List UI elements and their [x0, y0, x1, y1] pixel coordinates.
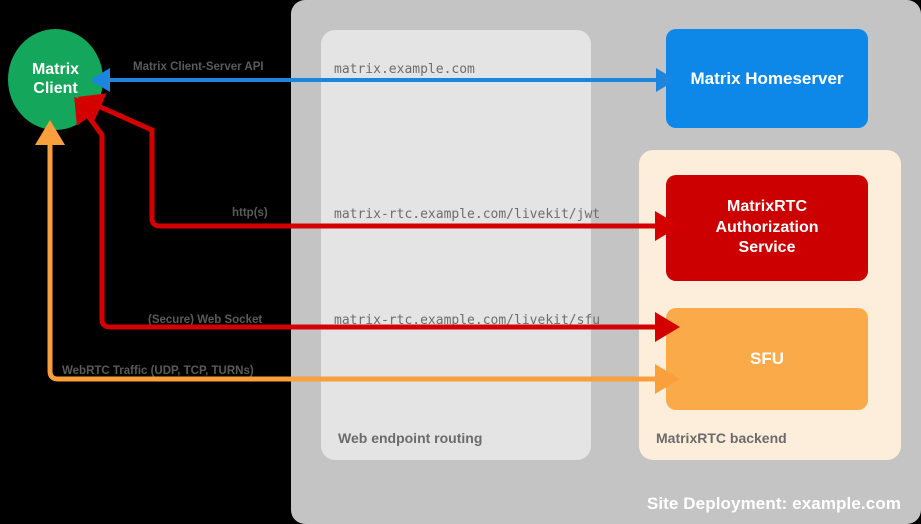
web-endpoint-routing-label: Web endpoint routing	[338, 430, 483, 446]
matrix-homeserver-label: Matrix Homeserver	[690, 68, 844, 88]
edge-label-client-server-api: Matrix Client-Server API	[133, 61, 264, 73]
matrix-client-node: Matrix Client	[8, 29, 103, 130]
sfu-node: SFU	[666, 308, 868, 410]
edge-label-webrtc-traffic: WebRTC Traffic (UDP, TCP, TURNs)	[62, 365, 254, 377]
auth-label-line1: MatrixRTC	[726, 197, 807, 215]
matrixrtc-authorization-service-node: MatrixRTC Authorization Service	[666, 175, 868, 281]
matrix-client-label-line2: Client	[33, 79, 78, 97]
endpoint-livekit-jwt: matrix-rtc.example.com/livekit/jwt	[334, 207, 601, 222]
edge-label-https: http(s)	[232, 207, 268, 219]
endpoint-livekit-sfu: matrix-rtc.example.com/livekit/sfu	[334, 313, 601, 328]
matrix-client-label-line1: Matrix	[31, 60, 80, 78]
sfu-label: SFU	[750, 349, 784, 368]
endpoint-matrix-example-com: matrix.example.com	[334, 62, 475, 77]
site-deployment-label: Site Deployment: example.com	[646, 494, 901, 513]
matrix-homeserver-node: Matrix Homeserver	[666, 29, 868, 128]
auth-label-line3: Service	[738, 239, 796, 257]
web-endpoint-routing-container: Web endpoint routing	[321, 30, 591, 460]
edge-label-web-socket: (Secure) Web Socket	[148, 314, 263, 326]
auth-label-line2: Authorization	[715, 218, 819, 236]
matrixrtc-backend-label: MatrixRTC backend	[656, 430, 787, 446]
